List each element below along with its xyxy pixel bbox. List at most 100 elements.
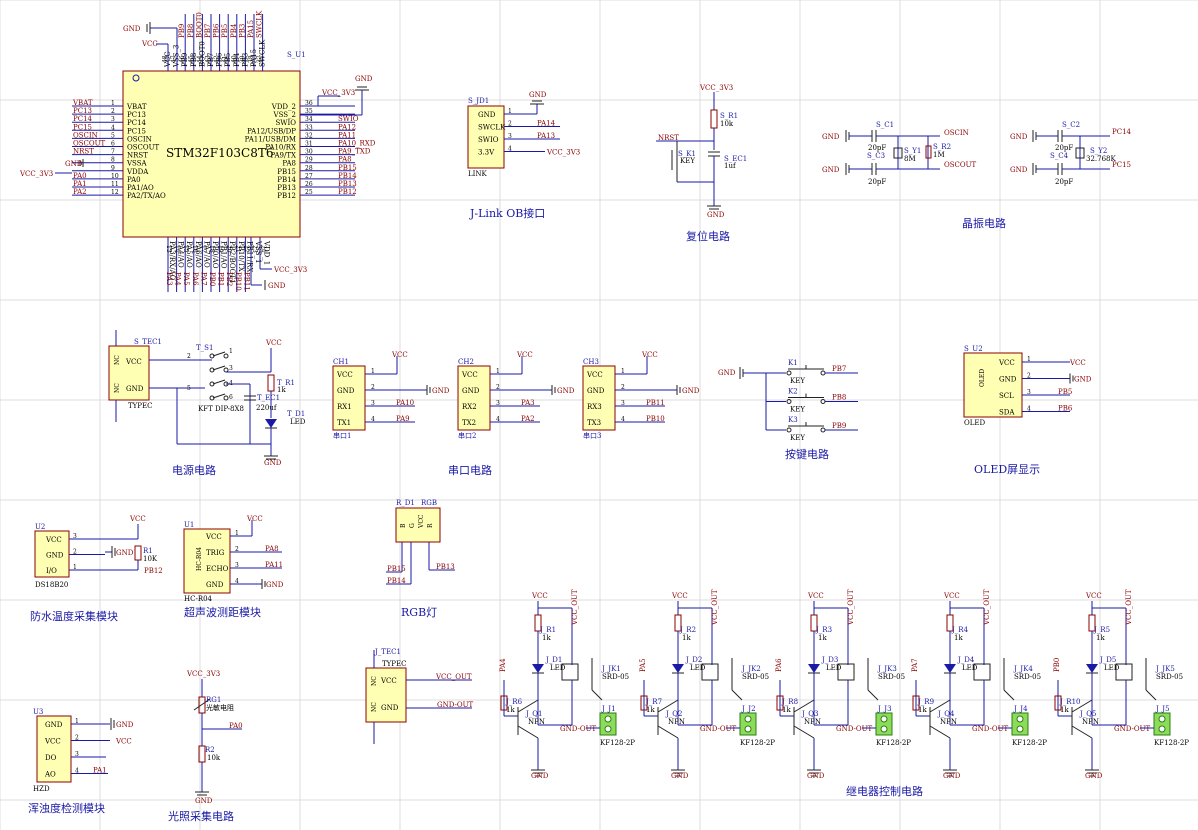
caption-crystal: 晶振电路 <box>962 216 1006 230</box>
relay-rb-designator: J_R9 <box>917 698 934 706</box>
mcu-top-net: PB6 <box>213 23 221 38</box>
uart-net: PA9 <box>396 415 410 423</box>
relay-coil[interactable] <box>1115 663 1133 681</box>
mcu-pin-num: 10 <box>111 173 119 180</box>
power-tec-type: TYPEC <box>128 402 152 410</box>
relay-coil[interactable] <box>837 663 855 681</box>
xtal-oscin-net: OSCIN <box>944 129 969 137</box>
rgb-led-body[interactable] <box>395 507 441 543</box>
xtal-y2-crystal[interactable] <box>1075 147 1085 159</box>
relay-base-resistor[interactable] <box>776 695 784 711</box>
xtal-r2-resistor[interactable] <box>925 145 932 159</box>
relay-terminal-block[interactable] <box>599 712 617 736</box>
mcu-pin-num: 13 <box>165 245 172 253</box>
relay-coil[interactable] <box>701 663 719 681</box>
power-vcc-label: VCC <box>265 339 282 347</box>
relay-gnd: GND <box>807 772 825 780</box>
mcu-pin-num: 33 <box>305 124 313 131</box>
mcu-right-net: PB12 <box>338 188 357 196</box>
uart-header-body[interactable] <box>457 365 491 431</box>
relay-coil[interactable] <box>561 663 579 681</box>
relay-terminal-block[interactable] <box>1153 712 1171 736</box>
uart-header-body[interactable] <box>582 365 616 431</box>
relay-base-resistor[interactable] <box>1054 695 1062 711</box>
mcu-left-net: PC14 <box>73 115 93 123</box>
reset-resistor[interactable] <box>710 109 718 129</box>
mcu-pin-name: PB2/BOOT1 <box>228 241 236 284</box>
key-switch[interactable] <box>790 397 822 405</box>
relay-q-designator: J_Q1 <box>525 710 543 718</box>
mcu-pin-name: VBAT <box>126 103 147 111</box>
mcu-pin-num: 32 <box>305 132 313 139</box>
relay-rb-value: 1k <box>646 706 655 714</box>
relay-r-value: 1k <box>818 634 827 642</box>
mcu-pin-name: NRST <box>127 152 148 160</box>
ultra-pin-num: 2 <box>235 546 239 553</box>
mcu-right-net: PA8 <box>338 156 352 164</box>
mcu-pin-num: 45 <box>188 55 195 63</box>
mcu-left-net: OSCIN <box>73 131 98 139</box>
relay-terminal-block[interactable] <box>875 712 893 736</box>
temp-pullup-resistor[interactable] <box>134 545 142 561</box>
mcu-pin-num: 31 <box>305 141 313 148</box>
relay-input-net: PA7 <box>911 658 919 672</box>
relay-channel-2: VCCJ_R21kJ_D2LEDVCC_OUTJ_JK2SRD-05PA5J_R… <box>639 589 775 780</box>
xtal-left-gnd-bot: GND <box>822 166 840 174</box>
relay-terminal-block[interactable] <box>739 712 757 736</box>
relay-led-value: LED <box>962 664 978 672</box>
temp-pin-name: VCC <box>45 536 62 544</box>
reset-key-value: KEY <box>680 157 695 165</box>
uart-foot: 串口1 <box>333 432 351 440</box>
relay-q-type: NPN <box>1082 718 1099 726</box>
power-sw-pin: 1 <box>229 348 233 355</box>
ds18b20-body[interactable] <box>34 530 70 578</box>
light-net: PA0 <box>229 722 243 730</box>
jlink-pin-num: 2 <box>508 121 512 128</box>
power-led-designator: T_D1 <box>287 410 305 418</box>
jlink-pin-num: 4 <box>508 146 512 153</box>
ultra-designator: U1 <box>184 521 194 529</box>
temp-net: PB12 <box>144 567 163 575</box>
turb-pin-num: 1 <box>75 718 79 725</box>
xtal-c2-designator: S_C2 <box>1062 121 1080 129</box>
xtal-c4-value: 20pF <box>1055 178 1073 186</box>
relay-terminal-block[interactable] <box>1011 712 1029 736</box>
relay-block: VCCJ_R11kJ_D1LEDVCC_OUTJ_JK1SRD-05PA4J_R… <box>499 589 1189 780</box>
relay-led-value: LED <box>550 664 566 672</box>
oled-body[interactable] <box>963 352 1023 418</box>
jlink-net: VCC_3V3 <box>546 149 580 157</box>
power-typec-body[interactable] <box>108 345 150 401</box>
jlink-connector-body[interactable] <box>467 105 505 169</box>
relay-base-resistor[interactable] <box>912 695 920 711</box>
hzd-body[interactable] <box>36 715 72 783</box>
key-switch[interactable] <box>790 425 822 433</box>
tec2-body[interactable] <box>365 667 407 723</box>
uart-pin-name: TX3 <box>587 419 601 427</box>
key-switch[interactable] <box>790 368 822 376</box>
caption-reset: 复位电路 <box>686 229 730 243</box>
mcu-pin-num: 44 <box>196 55 203 63</box>
power-resistor[interactable] <box>267 374 275 392</box>
hcr04-body[interactable] <box>183 528 231 594</box>
mcu-pin-num: 5 <box>111 132 115 139</box>
relay-j-type: KF128-2P <box>876 739 911 747</box>
mcu-pin-name: PA3/RX/AO <box>168 241 176 281</box>
key-value: KEY <box>790 377 805 385</box>
mcu-pin-name: VSS_2 <box>273 111 296 119</box>
mcu-right-net: PB14 <box>338 172 357 180</box>
mcu-pin-num: 28 <box>305 165 313 172</box>
relay-coil[interactable] <box>973 663 991 681</box>
relay-base-resistor[interactable] <box>500 695 508 711</box>
relay-base-resistor[interactable] <box>640 695 648 711</box>
oled-body-label: OLED <box>979 369 986 387</box>
mcu-pin-name: PB15 <box>277 168 296 176</box>
uart-pin-num: 2 <box>371 384 375 391</box>
uart-header-body[interactable] <box>332 365 366 431</box>
xtal-y1-crystal[interactable] <box>893 147 903 159</box>
power-led-value: LED <box>290 418 306 426</box>
relay-gnd-out-net: GND-OUT <box>972 725 1008 733</box>
